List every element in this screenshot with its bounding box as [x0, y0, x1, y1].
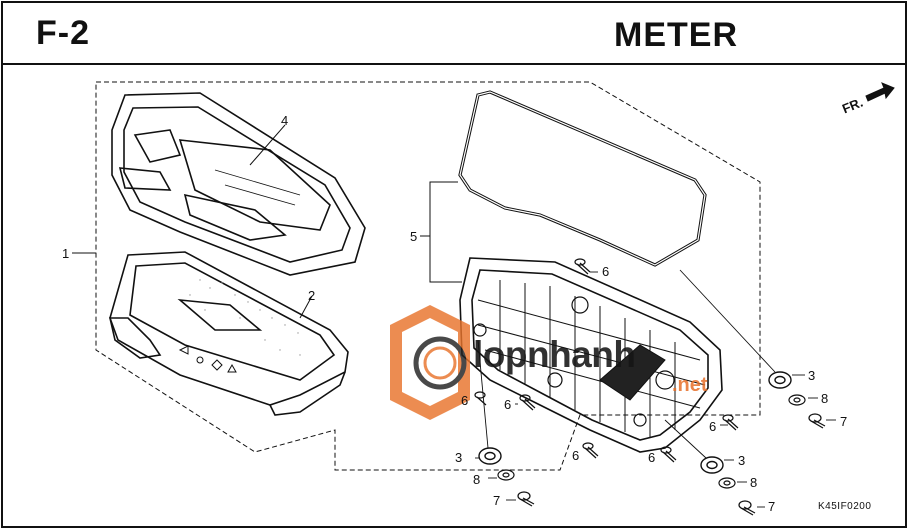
watermark-logo: [390, 305, 470, 420]
grommet-part-3: [478, 371, 792, 474]
page-title: METER: [614, 16, 738, 54]
header-divider: [1, 63, 907, 65]
reference-code: K45IF0200: [818, 501, 872, 512]
screw-part-7: [517, 413, 826, 516]
screw-part-6: [474, 258, 739, 463]
callout-3: 3: [455, 450, 463, 465]
callout-3: 3: [738, 453, 746, 468]
callout-8: 8: [750, 475, 758, 490]
case-bosses: [473, 296, 675, 427]
connector-socket: [599, 344, 666, 401]
callout-3: 3: [808, 368, 816, 383]
callout-6: 6: [602, 264, 610, 279]
callout-4: 4: [281, 113, 289, 128]
callout-6: 6: [648, 450, 656, 465]
callout-8: 8: [821, 391, 829, 406]
callout-2: 2: [308, 288, 316, 303]
callout-7: 7: [840, 414, 848, 429]
indicator-symbols: [178, 345, 237, 373]
leader-4: [249, 124, 286, 166]
callout-8: 8: [473, 472, 481, 487]
callout-6: 6: [461, 393, 469, 408]
meter-body-part-2: [108, 251, 349, 416]
seal-gasket-part-5: [458, 90, 707, 267]
callout-5: 5: [410, 229, 418, 244]
watermark-text: lopnhanh: [473, 334, 636, 375]
forward-arrow-icon: [865, 82, 895, 102]
section-code: F-2: [36, 14, 90, 52]
meter-dot-texture: [189, 279, 301, 356]
assembly-outline: [95, 81, 761, 471]
callout-1: 1: [62, 246, 70, 261]
leader-2: [299, 295, 313, 319]
meter-visor-part-4: [111, 92, 366, 276]
callout-6: 6: [504, 397, 512, 412]
callout-7: 7: [493, 493, 501, 508]
callout-7: 7: [768, 499, 776, 514]
callout-6: 6: [572, 448, 580, 463]
mount-leaders: [475, 269, 836, 508]
washer-part-8: [497, 394, 806, 489]
case-ribs: [477, 280, 706, 438]
leader-5: [420, 181, 458, 237]
callout-6: 6: [709, 419, 717, 434]
watermark-suffix: .net: [672, 374, 708, 396]
